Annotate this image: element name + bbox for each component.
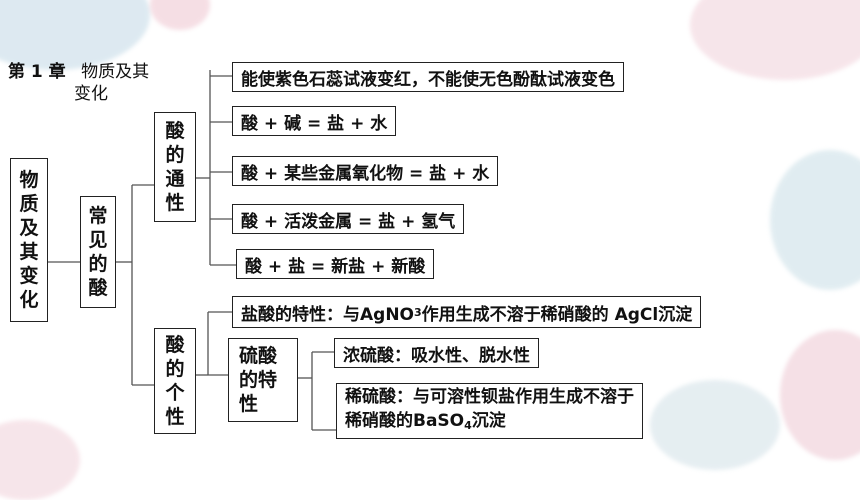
concentrated-sulfuric-acid: 浓硫酸：吸水性、脱水性: [334, 338, 539, 368]
hydrochloric-suffix: 作用生成不溶于稀硝酸的 AgCl沉淀: [421, 304, 693, 325]
commonality-item-text: 能使紫色石蕊试液变红，不能使无色酚酞试液变色: [241, 69, 615, 90]
dilute-sulfuric-line2-prefix: 稀硝酸的BaSO: [345, 410, 465, 431]
acid-commonality-node: 酸的通性: [154, 112, 196, 222]
commonality-item: 酸 + 某些金属氧化物 = 盐 + 水: [232, 156, 499, 186]
chapter-title-line1: 物质及其: [81, 62, 150, 82]
hydrochloric-subscript: 3: [414, 305, 422, 319]
dilute-sulfuric-line2: 稀硝酸的BaSO4沉淀: [345, 409, 506, 438]
dilute-sulfuric-line2-suffix: 沉淀: [471, 410, 506, 431]
root-node: 物质及其变化: [10, 158, 48, 322]
chapter-title-line2: 变化: [74, 84, 108, 104]
commonality-item-text: 酸 + 某些金属氧化物 = 盐 + 水: [241, 163, 490, 184]
common-acids-label: 常见的酸: [88, 205, 108, 299]
root-node-label: 物质及其变化: [19, 169, 39, 311]
chapter-label: 第 1 章: [8, 62, 66, 82]
commonality-item-text: 酸 + 盐 = 新盐 + 新酸: [245, 256, 426, 277]
decorative-splash: [650, 380, 780, 470]
hydrochloric-prefix: 盐酸的特性：与AgNO: [241, 304, 415, 325]
chapter-title: 第 1 章 物质及其 变化: [8, 62, 150, 104]
dilute-sulfuric-subscript: 4: [464, 418, 472, 432]
dilute-sulfuric-line1: 稀硫酸：与可溶性钡盐作用生成不溶于: [345, 386, 634, 407]
commonality-item: 酸 + 碱 = 盐 + 水: [232, 106, 397, 136]
commonality-item-text: 酸 + 活泼金属 = 盐 + 氢气: [241, 211, 456, 232]
sulfuric-acid-node: 硫酸的特性: [228, 338, 298, 422]
commonality-item-text: 酸 + 碱 = 盐 + 水: [241, 113, 388, 134]
dilute-sulfuric-acid: 稀硫酸：与可溶性钡盐作用生成不溶于 稀硝酸的BaSO4沉淀: [336, 383, 643, 439]
common-acids-node: 常见的酸: [80, 196, 116, 308]
decorative-splash: [770, 150, 860, 290]
commonality-item: 酸 + 活泼金属 = 盐 + 氢气: [232, 204, 465, 234]
acid-individuality-node: 酸的个性: [154, 328, 196, 434]
acid-individuality-label: 酸的个性: [165, 334, 185, 428]
commonality-item: 酸 + 盐 = 新盐 + 新酸: [236, 249, 435, 279]
concentrated-sulfuric-text: 浓硫酸：吸水性、脱水性: [343, 345, 530, 366]
commonality-item: 能使紫色石蕊试液变红，不能使无色酚酞试液变色: [232, 62, 624, 92]
sulfuric-acid-label: 硫酸的特性: [239, 345, 278, 415]
connector-lines: [48, 70, 336, 431]
acid-commonality-label: 酸的通性: [165, 120, 185, 214]
decorative-splash: [780, 330, 860, 460]
